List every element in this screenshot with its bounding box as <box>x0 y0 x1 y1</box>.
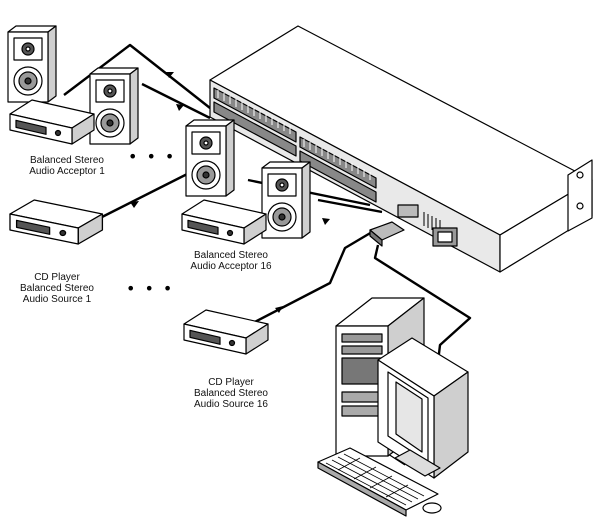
label-line: Balanced Stereo <box>194 250 268 261</box>
rack-ear <box>567 159 593 232</box>
label-line: Balanced Stereo <box>194 388 268 399</box>
arrow-icon <box>176 104 184 111</box>
label-line: CD Player <box>208 377 254 388</box>
connector-pins <box>217 90 371 180</box>
amplifier-acceptor1 <box>9 99 95 145</box>
computer-monitor <box>377 337 469 479</box>
label-line: Balanced Stereo <box>20 283 94 294</box>
arrow-icon <box>166 72 174 78</box>
arrow-icon <box>322 218 330 225</box>
label-source1: CD Player Balanced Stereo Audio Source 1 <box>2 272 112 305</box>
label-acceptor1: Balanced Stereo Audio Acceptor 1 <box>12 155 122 177</box>
vent-slots <box>423 212 441 234</box>
speaker-left-acceptor16 <box>185 119 235 197</box>
cable-source16 <box>244 230 373 329</box>
label-line: CD Player <box>34 272 80 283</box>
label-line: Balanced Stereo <box>30 155 104 166</box>
amplifier-acceptor16 <box>181 199 267 245</box>
ellipsis-sources: ••• <box>126 279 182 298</box>
label-acceptor16: Balanced Stereo Audio Acceptor 16 <box>176 250 286 272</box>
label-line: Audio Acceptor 1 <box>29 166 105 177</box>
label-source16: CD Player Balanced Stereo Audio Source 1… <box>176 377 286 410</box>
arrow-icon <box>275 306 283 313</box>
mouse <box>422 502 442 514</box>
cd-player-source1 <box>9 199 104 245</box>
speaker-right-acceptor16 <box>261 161 311 239</box>
db9-connector <box>369 221 405 247</box>
cable-acceptor1-right <box>141 82 211 120</box>
connector-strip <box>213 87 377 203</box>
matrix-switcher <box>209 25 593 273</box>
cable-acceptor1-left <box>63 43 211 109</box>
ellipsis-acceptors: ••• <box>128 147 184 166</box>
label-line: Audio Source 1 <box>22 294 92 305</box>
cable-acceptor16-right <box>317 198 383 214</box>
keyboard <box>317 447 439 517</box>
arrow-icon <box>130 201 139 208</box>
speaker-left-acceptor1 <box>7 25 57 103</box>
speaker-right-acceptor1 <box>89 67 139 145</box>
label-line: Audio Source 16 <box>194 399 268 410</box>
rs232-port <box>397 204 419 218</box>
cable-rs232 <box>373 244 472 363</box>
label-line: Audio Acceptor 16 <box>190 261 272 272</box>
cd-player-source16 <box>183 309 269 355</box>
